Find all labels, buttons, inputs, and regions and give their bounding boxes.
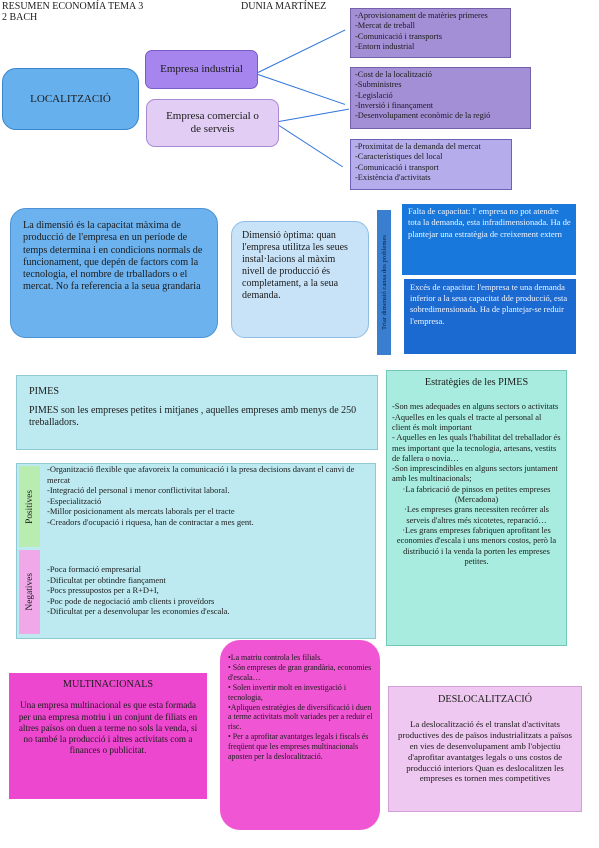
- list-item: -Característiques del local: [355, 152, 443, 162]
- header-author: DUNIA MARTÍNEZ: [241, 1, 327, 12]
- list-item: -Existència d'activitats: [355, 172, 431, 182]
- dimensio-side-label: Triar dimensió cansa dos problemes: [380, 235, 388, 330]
- deslocalitzacio-title: DESLOCALITZACIÓ: [438, 694, 532, 705]
- list-item: • Són empreses de gran grandària, econom…: [228, 662, 372, 682]
- list-item: • Solen invertir molt en investigació i …: [228, 682, 347, 702]
- list-item: -Comunicació i transports: [355, 31, 442, 41]
- positives-label: Positives: [24, 489, 35, 524]
- positives-list: -Organització flexible que afavoreix la …: [47, 464, 373, 527]
- dimensio-definition-box: La dimensió és la capacitat màxima de pr…: [10, 208, 218, 338]
- multinacionals-title: MULTINACIONALS: [62, 679, 154, 690]
- industrial-factors-list: -Aprovisionament de matèries primeres -M…: [350, 8, 511, 58]
- connector-line: [278, 108, 350, 122]
- localitzacio-box: LOCALITZACIÓ: [2, 68, 139, 130]
- list-item: -Subministres: [355, 80, 402, 90]
- estrategies-list: -Son mes adequades en alguns sectors o a…: [392, 402, 561, 567]
- list-item: •La matriu controla les filials.: [228, 653, 323, 662]
- empresa-comercial-box: Empresa comercial o de serveis: [146, 99, 279, 147]
- list-item: -Organització flexible que afavoreix la …: [47, 464, 355, 485]
- list-item: -Poc pode de negociació amb clients i pr…: [47, 595, 215, 606]
- list-item: - Aquelles en les quals l'habilitat del …: [392, 433, 561, 463]
- multinacionals-features-list: •La matriu controla les filials. • Són e…: [228, 653, 375, 762]
- list-item: -Desenvolupament econòmic de la regió: [355, 111, 491, 121]
- list-item: -Millor posicionament als mercats labora…: [47, 506, 235, 516]
- deslocalitzacio-text: La deslocalització és el translat d'acti…: [398, 719, 572, 784]
- falta-capacitat-text: Falta de capacitat: l' empresa no pot at…: [408, 206, 571, 239]
- list-item: -Proximitat de la demanda del mercat: [355, 142, 481, 151]
- list-item: -Inversió i finançament: [355, 100, 434, 110]
- header-course: 2 BACH: [2, 12, 38, 23]
- estrategies-box: Estratègies de les PIMES -Son mes adequa…: [386, 370, 567, 646]
- dimensio-definition-text: La dimensió és la capacitat màxima de pr…: [23, 220, 203, 293]
- list-item: -Dificultat per obtindre fiançament: [47, 574, 166, 585]
- negatives-list: -Poca formació empresarial -Dificultat p…: [47, 564, 373, 617]
- dimensio-optima-box: Dimensió òptima: quan l'empresa utilitza…: [231, 221, 369, 338]
- header-title: RESUMEN ECONOMÍA TEMA 3: [2, 1, 144, 12]
- list-item: -Entorn industrial: [355, 41, 415, 51]
- empresa-industrial-label: Empresa industrial: [160, 63, 243, 76]
- estrategies-title: Estratègies de les PIMES: [424, 377, 529, 388]
- connector-line: [278, 125, 344, 168]
- list-item: -Mercat de treball: [355, 21, 415, 31]
- list-item: -Pocs pressupostos per a R+D+I,: [47, 585, 159, 595]
- pimes-details-box: [16, 463, 376, 639]
- connector-line: [257, 29, 346, 73]
- positives-label-box: Positives: [19, 466, 40, 547]
- list-item: -Poca formació empresarial: [47, 564, 141, 574]
- list-item: ·Les empreses grans necessiten recórrer …: [404, 505, 549, 525]
- list-item: -Aprovisionament de matèries primeres: [355, 11, 488, 20]
- multinacionals-text: Una empresa multinacional es que esta fo…: [18, 700, 198, 755]
- negatives-label: Negatives: [24, 573, 35, 611]
- multinacionals-box: MULTINACIONALS Una empresa multinacional…: [9, 673, 207, 799]
- exces-capacitat-box: Excés de capacitat: l'empresa te una dem…: [404, 279, 576, 354]
- header-left: RESUMEN ECONOMÍA TEMA 3 2 BACH: [2, 1, 202, 23]
- falta-capacitat-box: Falta de capacitat: l' empresa no pot at…: [402, 204, 576, 275]
- exces-capacitat-text: Excés de capacitat: l'empresa te una dem…: [410, 282, 568, 326]
- list-item: -Comunicació i transport: [355, 162, 439, 172]
- list-item: -Creadors d'ocupació i riquesa, han de c…: [47, 516, 254, 527]
- pimes-definition: PIMES son les empreses petites i mitjane…: [29, 405, 357, 429]
- list-item: -Integració del personal i menor conflic…: [47, 485, 230, 495]
- common-factors-list: -Cost de la localització -Subministres -…: [350, 67, 531, 129]
- list-item: -Cost de la localització: [355, 70, 432, 79]
- list-item: -Dificultat per a desenvolupar les econo…: [47, 606, 230, 616]
- list-item: ·La fabricació de pinsos en petites empr…: [402, 484, 551, 505]
- list-item: -Son mes adequades en alguns sectors o a…: [392, 402, 559, 412]
- empresa-industrial-box: Empresa industrial: [145, 50, 258, 89]
- list-item: -Legislació: [355, 90, 393, 100]
- localitzacio-title: LOCALITZACIÓ: [30, 92, 111, 105]
- dimensio-optima-text: Dimensió òptima: quan l'empresa utilitza…: [242, 230, 348, 302]
- dimensio-side-label-box: Triar dimensió cansa dos problemes: [377, 210, 391, 355]
- multinacionals-features-box: •La matriu controla les filials. • Són e…: [220, 640, 380, 830]
- list-item: -Aquelles en les quals el tracte al pers…: [392, 412, 542, 432]
- empresa-comercial-label: Empresa comercial o de serveis: [166, 110, 259, 135]
- list-item: -Especialització: [47, 495, 102, 506]
- list-item: • Per a aprofitar avantatges legals i fi…: [228, 732, 369, 762]
- pimes-box: PIMES PIMES son les empreses petites i m…: [16, 375, 378, 450]
- comercial-factors-list: -Proximitat de la demanda del mercat -Ca…: [350, 139, 512, 190]
- list-item: -Son imprescindibles en alguns sectors j…: [392, 464, 558, 484]
- negatives-label-box: Negatives: [19, 550, 40, 634]
- deslocalitzacio-box: DESLOCALITZACIÓ La deslocalització és el…: [388, 686, 582, 812]
- pimes-title: PIMES: [29, 386, 60, 397]
- list-item: ·Les grans empreses fabriquen aprofitant…: [396, 525, 557, 566]
- list-item: •Apliquen estratègies de diversificació …: [228, 702, 373, 732]
